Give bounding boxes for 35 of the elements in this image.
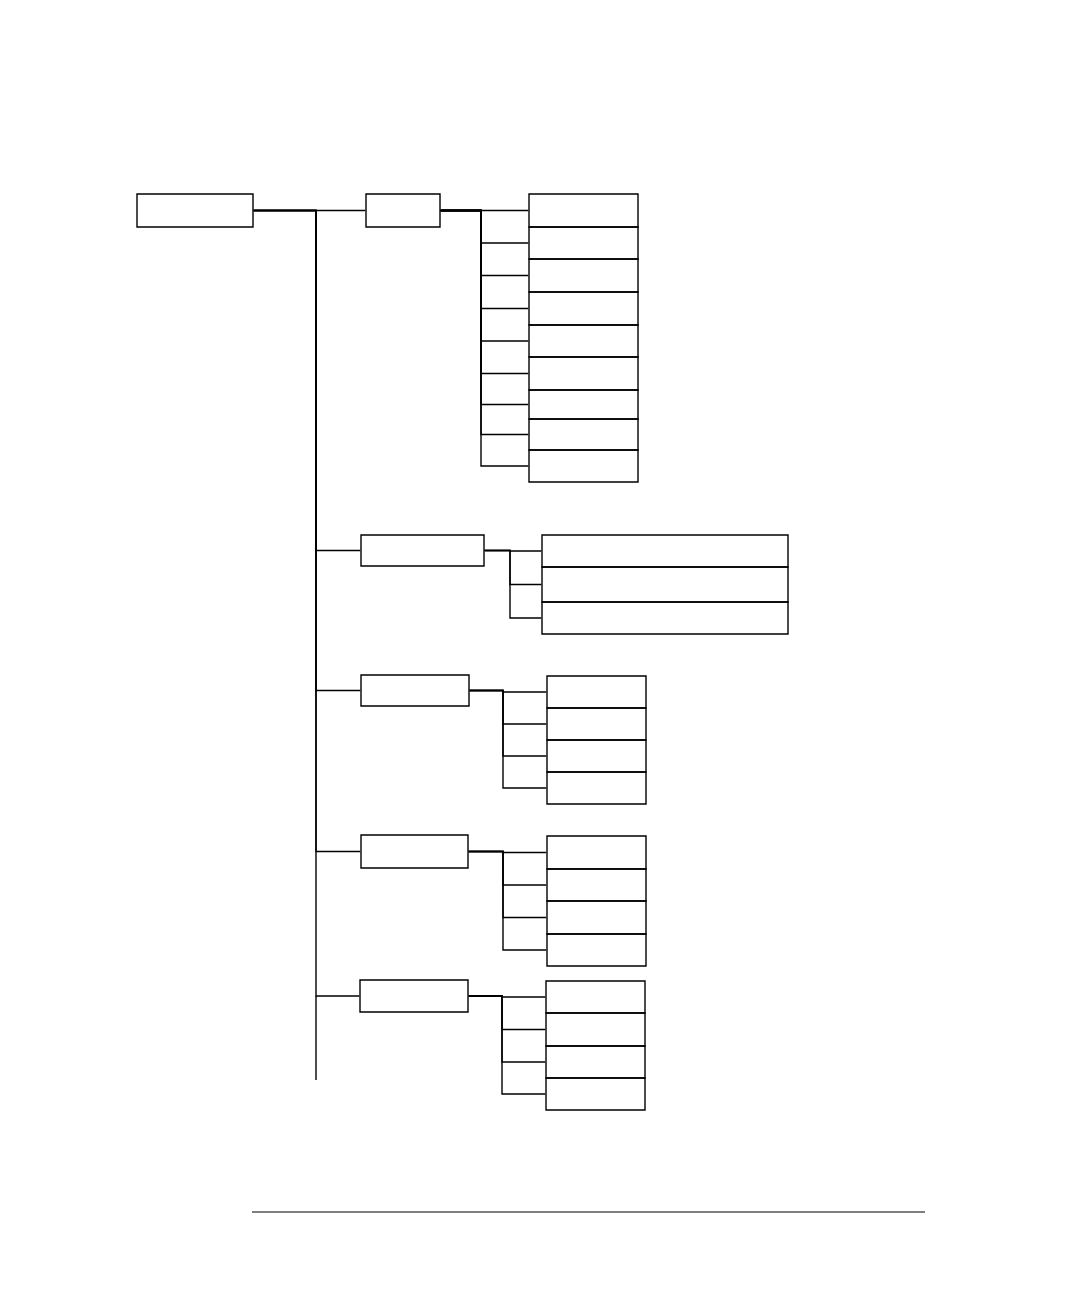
box	[528, 258, 639, 293]
box	[546, 771, 647, 805]
box	[528, 291, 639, 326]
box	[528, 449, 639, 483]
box	[545, 980, 646, 1014]
box	[545, 1077, 646, 1111]
connector-line	[484, 549, 542, 619]
connector-line	[468, 995, 546, 1095]
box	[546, 739, 647, 773]
box	[546, 707, 647, 741]
box	[541, 601, 789, 635]
connector-line	[468, 850, 547, 951]
box	[546, 900, 647, 935]
box	[528, 418, 639, 451]
connector-line	[253, 209, 360, 997]
box	[528, 356, 639, 391]
connector-line	[469, 689, 547, 789]
box	[541, 566, 789, 603]
box	[360, 534, 485, 567]
box	[528, 389, 639, 420]
box	[545, 1012, 646, 1047]
box	[546, 835, 647, 870]
box	[528, 193, 639, 228]
box	[545, 1045, 646, 1079]
box	[528, 226, 639, 260]
box	[360, 674, 470, 707]
box	[136, 193, 254, 228]
box	[359, 979, 469, 1013]
box	[546, 868, 647, 902]
box	[528, 324, 639, 358]
box	[365, 193, 441, 228]
box	[546, 675, 647, 709]
box	[541, 534, 789, 568]
box	[546, 933, 647, 967]
box	[360, 834, 469, 869]
